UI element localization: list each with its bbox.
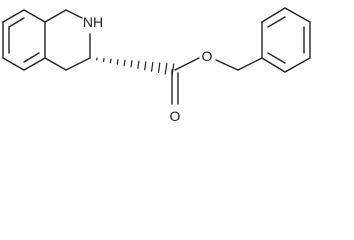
piperidine-ring — [44, 9, 91, 71]
stereo-hashed-wedge — [96, 57, 175, 76]
benzo-ring — [2, 9, 46, 71]
wedge-hash-line — [130, 60, 133, 68]
wedge-hash-line — [144, 61, 147, 71]
amine-label: NH — [83, 14, 103, 30]
wedge-hash-line — [123, 59, 126, 67]
benzyl-linker — [215, 57, 263, 71]
wedge-hash-line — [116, 59, 119, 65]
wedge-hash-line — [137, 60, 140, 69]
ester-group — [171, 57, 200, 105]
chemical-structure: NH O O — [2, 7, 311, 124]
ester-oxygen-label: O — [202, 48, 213, 64]
phenyl-ring — [261, 7, 311, 73]
wedge-hash-line — [157, 62, 161, 74]
wedge-hash-line — [164, 62, 168, 75]
wedge-hash-line — [150, 61, 154, 72]
carbonyl-oxygen-label: O — [170, 108, 181, 124]
wedge-hash-line — [109, 58, 112, 64]
